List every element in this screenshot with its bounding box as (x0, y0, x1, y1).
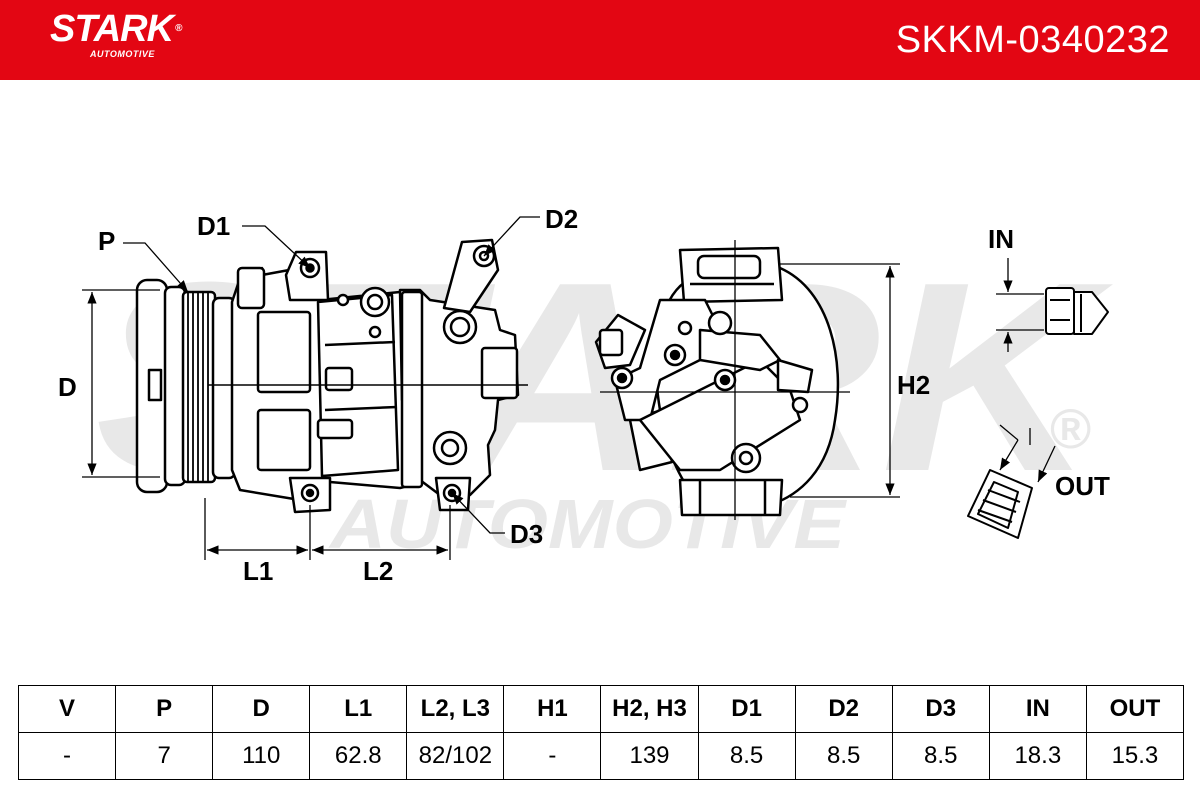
dimension-d (82, 289, 160, 478)
value-in: 18.3 (988, 732, 1087, 780)
logo-subtitle: AUTOMOTIVE (90, 49, 155, 59)
part-number: SKKM-0340232 (895, 19, 1170, 61)
value-v: - (17, 732, 117, 780)
logo-brand: STARK (50, 8, 174, 50)
label-d1: D1 (197, 211, 230, 241)
label-in: IN (988, 224, 1014, 254)
label-p: P (98, 226, 115, 256)
compressor-drawing: STARK AUTOMOTIVE ® (58, 204, 1117, 586)
header-l2-l3: L2, L3 (406, 685, 505, 733)
header-d: D (212, 685, 311, 733)
value-d: 110 (212, 732, 311, 780)
header-h1: H1 (503, 685, 602, 733)
header-out: OUT (1085, 685, 1185, 733)
spec-table-value-row: - 7 110 62.8 82/102 - 139 8.5 8.5 8.5 18… (17, 732, 1185, 780)
header-l1: L1 (309, 685, 408, 733)
header-d2: D2 (794, 685, 893, 733)
value-out: 15.3 (1085, 732, 1185, 780)
header-in: IN (988, 685, 1087, 733)
dimension-in (996, 258, 1044, 352)
label-l1: L1 (243, 556, 273, 586)
value-h2-h3: 139 (600, 732, 699, 780)
header-v: V (17, 685, 117, 733)
value-h1: - (503, 732, 602, 780)
out-fitting (967, 469, 1033, 539)
value-l2-l3: 82/102 (406, 732, 505, 780)
value-d3: 8.5 (891, 732, 990, 780)
dimension-out (999, 424, 1056, 483)
watermark-registered: ® (1050, 397, 1091, 460)
header-d3: D3 (891, 685, 990, 733)
dimension-l1-l2 (204, 498, 451, 560)
header-h2-h3: H2, H3 (600, 685, 699, 733)
label-d2: D2 (545, 204, 578, 234)
spec-table-header-row: V P D L1 L2, L3 H1 H2, H3 D1 D2 D3 IN OU… (17, 685, 1185, 733)
header-d1: D1 (697, 685, 796, 733)
value-p: 7 (115, 732, 214, 780)
spec-table: V P D L1 L2, L3 H1 H2, H3 D1 D2 D3 IN OU… (17, 685, 1185, 780)
value-l1: 62.8 (309, 732, 408, 780)
registered-mark: ® (175, 23, 182, 34)
dimension-h2 (780, 263, 900, 498)
label-out: OUT (1055, 471, 1110, 501)
header-bar: STARK® AUTOMOTIVE SKKM-0340232 (0, 0, 1200, 80)
compressor-rear-view (594, 246, 840, 517)
header-p: P (115, 685, 214, 733)
value-d2: 8.5 (794, 732, 893, 780)
label-d3: D3 (510, 519, 543, 549)
in-fitting (1045, 287, 1109, 335)
label-l2: L2 (363, 556, 393, 586)
stark-logo: STARK® AUTOMOTIVE (50, 8, 183, 59)
value-d1: 8.5 (697, 732, 796, 780)
label-h2: H2 (897, 370, 930, 400)
label-d: D (58, 372, 77, 402)
